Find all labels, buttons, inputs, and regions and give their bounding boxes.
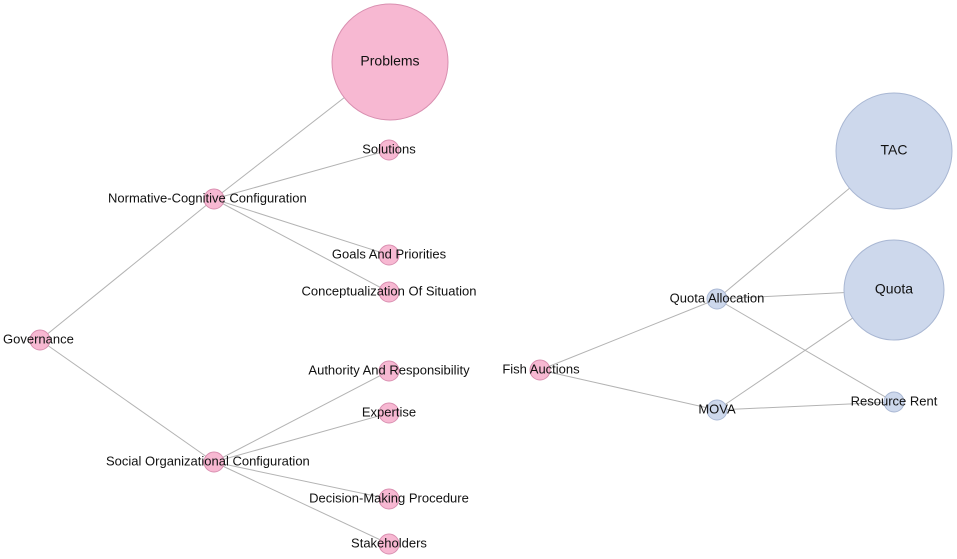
edge-social-stakeholders [213,461,390,545]
node-quota-alloc[interactable] [706,288,728,310]
node-mova[interactable] [706,399,728,421]
node-tac[interactable] [835,92,953,210]
node-label-resource-rent: Resource Rent [851,393,938,408]
edge-normative-solutions [213,149,390,200]
edge-normative-conceptualization [213,198,390,293]
node-label-solutions: Solutions [362,141,416,156]
edge-mova-resource_rent [716,401,895,411]
node-resource-rent[interactable] [883,391,905,413]
node-label-mova: MOVA [698,401,736,416]
node-label-normative: Normative-Cognitive Configuration [108,190,307,205]
node-problems[interactable] [331,3,449,121]
nodes-layer [29,3,953,555]
labels-layer: Governance Normative-Cognitive Configurat… [3,53,938,551]
node-stakeholders[interactable] [378,533,400,555]
node-conceptualization[interactable] [378,281,400,303]
node-label-conceptualization: Conceptualization Of Situation [302,283,477,298]
edge-fish-quota_alloc [539,298,718,371]
edge-fish-mova [539,369,718,411]
node-solutions[interactable] [378,139,400,161]
node-normative[interactable] [203,188,225,210]
node-label-expertise: Expertise [362,404,416,419]
node-governance[interactable] [29,329,51,351]
node-label-problems: Problems [360,53,419,69]
node-label-tac: TAC [881,142,908,158]
node-label-social: Social Organizational Configuration [106,453,310,468]
node-goals[interactable] [378,244,400,266]
edge-social-decision [213,461,390,500]
edge-normative-goals [213,198,390,256]
node-label-fish: Fish Auctions [502,361,580,376]
node-authority[interactable] [378,360,400,382]
node-decision[interactable] [378,488,400,510]
node-label-quota-alloc: Quota Allocation [670,290,765,305]
node-label-governance: Governance [3,331,74,346]
node-social[interactable] [203,451,225,473]
node-fish[interactable] [529,359,551,381]
edge-governance-social [39,339,215,463]
edge-social-expertise [213,412,390,463]
edges-layer [39,61,895,545]
node-label-quota: Quota [875,281,913,297]
node-label-stakeholders: Stakeholders [351,535,427,550]
edge-governance-normative [39,198,215,341]
node-quota[interactable] [843,239,945,341]
node-label-goals: Goals And Priorities [332,246,447,261]
edge-social-authority [213,370,390,463]
node-label-decision: Decision-Making Procedure [309,490,469,505]
node-label-authority: Authority And Responsibility [308,362,470,377]
node-expertise[interactable] [378,402,400,424]
